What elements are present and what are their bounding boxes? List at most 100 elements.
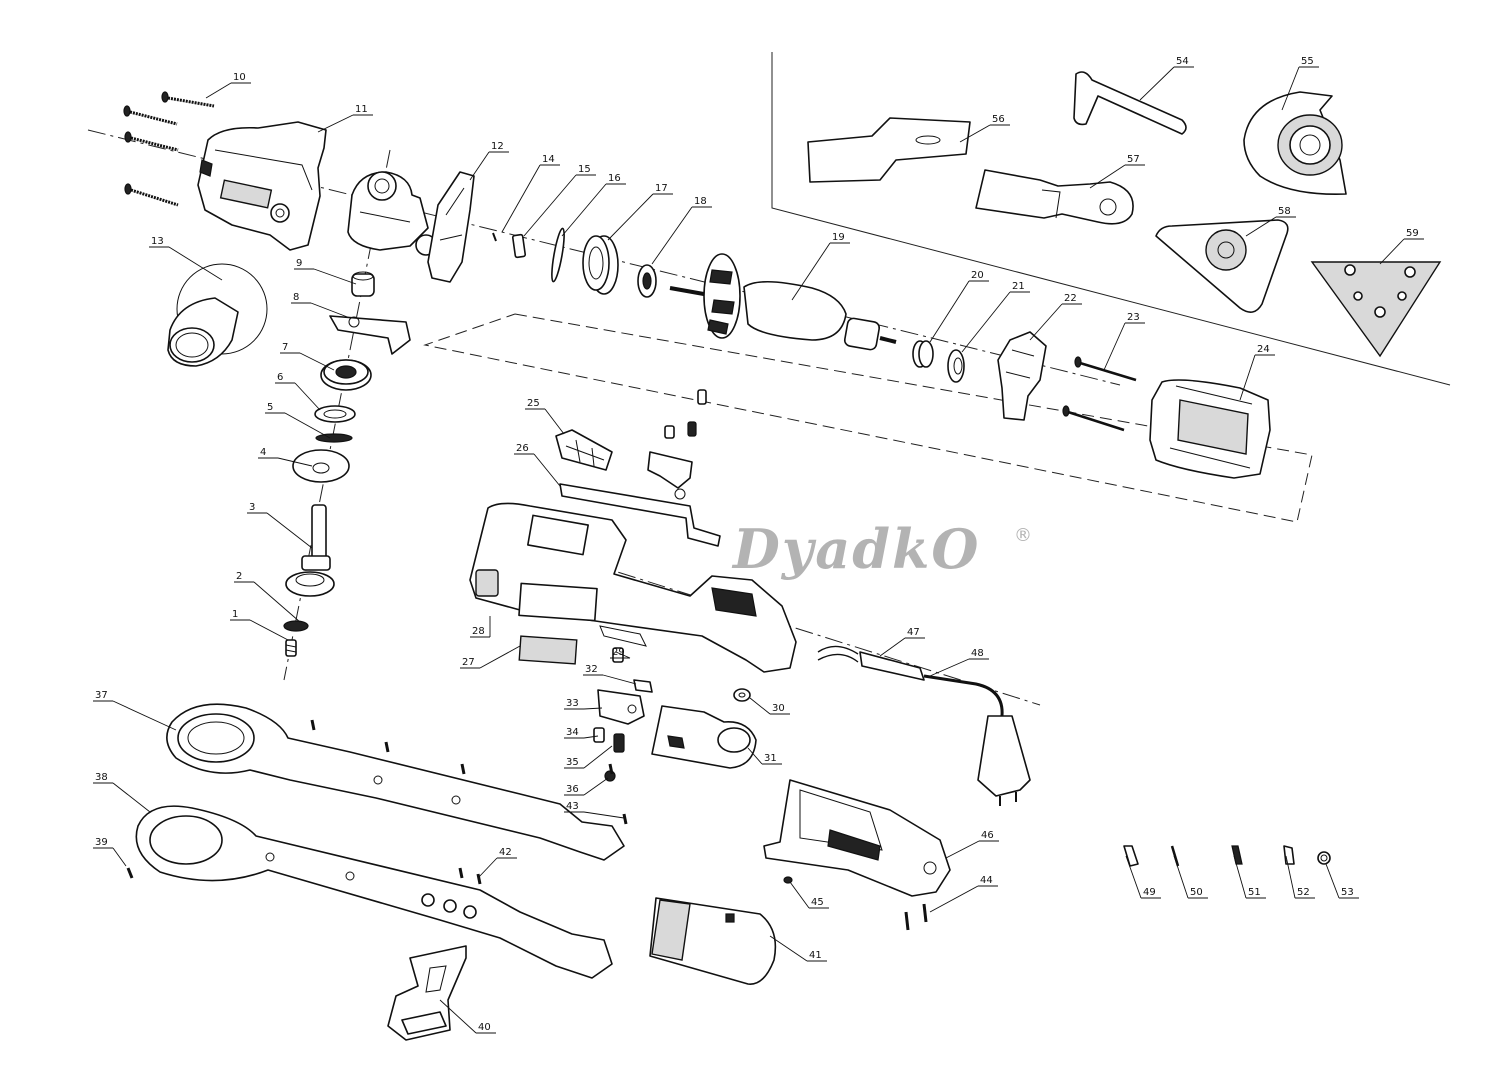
spring-part-35 (613, 733, 625, 753)
callout-number: 26 (516, 443, 529, 454)
terminal-part-51 (1231, 845, 1243, 865)
gear-cover-part-31 (651, 705, 757, 769)
scraper-blade-part-56 (807, 117, 971, 183)
callout-59: 59 (1379, 228, 1424, 265)
callout-17: 17 (607, 183, 673, 241)
callout-leader-line (112, 700, 177, 731)
screws-part-23 (1062, 356, 1137, 432)
callout-49: 49 (1125, 855, 1161, 899)
callout-leader-line (1139, 66, 1175, 101)
callout-10: 10 (205, 72, 251, 99)
callout-number: 41 (809, 950, 822, 961)
callout-5: 5 (265, 402, 331, 439)
armature-part-19 (669, 253, 897, 351)
screw-icon (124, 183, 179, 207)
callout-leader-line (1325, 863, 1340, 899)
callout-54: 54 (1139, 56, 1194, 101)
callout-number: 57 (1127, 154, 1140, 165)
detail-view-part-13 (167, 263, 268, 367)
bearing-part-21 (947, 349, 965, 383)
callout-leader-line (1285, 855, 1296, 899)
callout-number: 54 (1176, 56, 1189, 67)
callout-leader-line (789, 881, 810, 909)
callout-leader-line (439, 999, 477, 1034)
callout-28: 28 (470, 616, 491, 638)
callout-number: 17 (655, 183, 668, 194)
accessory-frame (771, 52, 1451, 386)
callout-21: 21 (961, 281, 1030, 353)
callout-number: 9 (296, 258, 302, 269)
callout-leader-line (313, 268, 357, 285)
callout-leader-line (561, 183, 607, 237)
callout-30: 30 (749, 697, 790, 715)
callout-leader-line (583, 811, 625, 819)
callout-leader-line (253, 581, 301, 623)
fork-part-8 (329, 315, 411, 355)
screw-icon (124, 131, 179, 152)
callout-31: 31 (747, 747, 782, 765)
callout-40: 40 (439, 999, 496, 1034)
callout-57: 57 (1089, 154, 1145, 189)
callout-leader-line (945, 840, 980, 859)
callout-number: 7 (282, 342, 288, 353)
callout-number: 1 (232, 609, 238, 620)
callout-number: 58 (1278, 206, 1291, 217)
washer-part-6 (314, 405, 356, 423)
callout-number: 16 (608, 173, 621, 184)
callout-number: 3 (249, 502, 255, 513)
screws-part-42-43 (310, 719, 628, 885)
callout-number: 24 (1257, 344, 1270, 355)
screws-part-44 (904, 903, 928, 931)
callout-number: 59 (1406, 228, 1419, 239)
callout-leader-line (479, 645, 521, 669)
callout-labels: 1234567891011121314151617181920212223242… (93, 56, 1424, 1034)
callout-leader-line (112, 847, 127, 867)
callout-leader-line (929, 658, 970, 677)
callout-number: 56 (992, 114, 1005, 125)
callout-leader-line (1233, 855, 1247, 899)
washer-part-2 (283, 620, 309, 632)
callout-26: 26 (514, 443, 561, 487)
callout-41: 41 (769, 935, 827, 962)
callout-number: 44 (980, 875, 993, 886)
switch-rod-part-26 (559, 483, 721, 547)
circlip-part-5 (315, 433, 353, 443)
bearing-plate-part-12 (427, 171, 475, 283)
callout-39: 39 (93, 837, 127, 867)
screw-icon (161, 91, 215, 108)
bolt-part-1 (285, 639, 297, 657)
callout-leader-line (310, 302, 351, 319)
screws-part-10 (123, 91, 215, 207)
callout-leader-line (266, 512, 313, 549)
callout-32: 32 (583, 664, 637, 685)
callout-leader-line (544, 408, 565, 435)
callout-leader-line (1281, 66, 1300, 111)
label-part-27 (518, 635, 578, 665)
callout-52: 52 (1285, 855, 1315, 899)
callout-number: 2 (236, 571, 242, 582)
watermark: DyadkO ® (731, 517, 1032, 581)
callout-number: 8 (293, 292, 299, 303)
callout-number: 29 (612, 647, 625, 658)
switch-box-part-46 (763, 779, 951, 897)
watermark-registered-mark: ® (1014, 525, 1032, 546)
callout-44: 44 (929, 875, 998, 913)
callout-15: 15 (523, 164, 596, 237)
callout-9: 9 (294, 258, 357, 285)
callout-leader-line (1125, 855, 1142, 899)
sanding-pad-part-58 (1155, 219, 1289, 313)
callout-11: 11 (317, 104, 373, 133)
callout-leader-line (1245, 216, 1277, 237)
callout-number: 48 (971, 648, 984, 659)
terminal-part-49 (1123, 845, 1139, 867)
bearing-part-7 (320, 359, 372, 391)
callout-2: 2 (234, 571, 301, 623)
callout-number: 35 (566, 757, 579, 768)
callout-7: 7 (280, 342, 335, 371)
callout-number: 31 (764, 753, 777, 764)
callout-leader-line (477, 857, 498, 879)
callout-number: 30 (772, 703, 785, 714)
callout-number: 27 (462, 657, 475, 668)
